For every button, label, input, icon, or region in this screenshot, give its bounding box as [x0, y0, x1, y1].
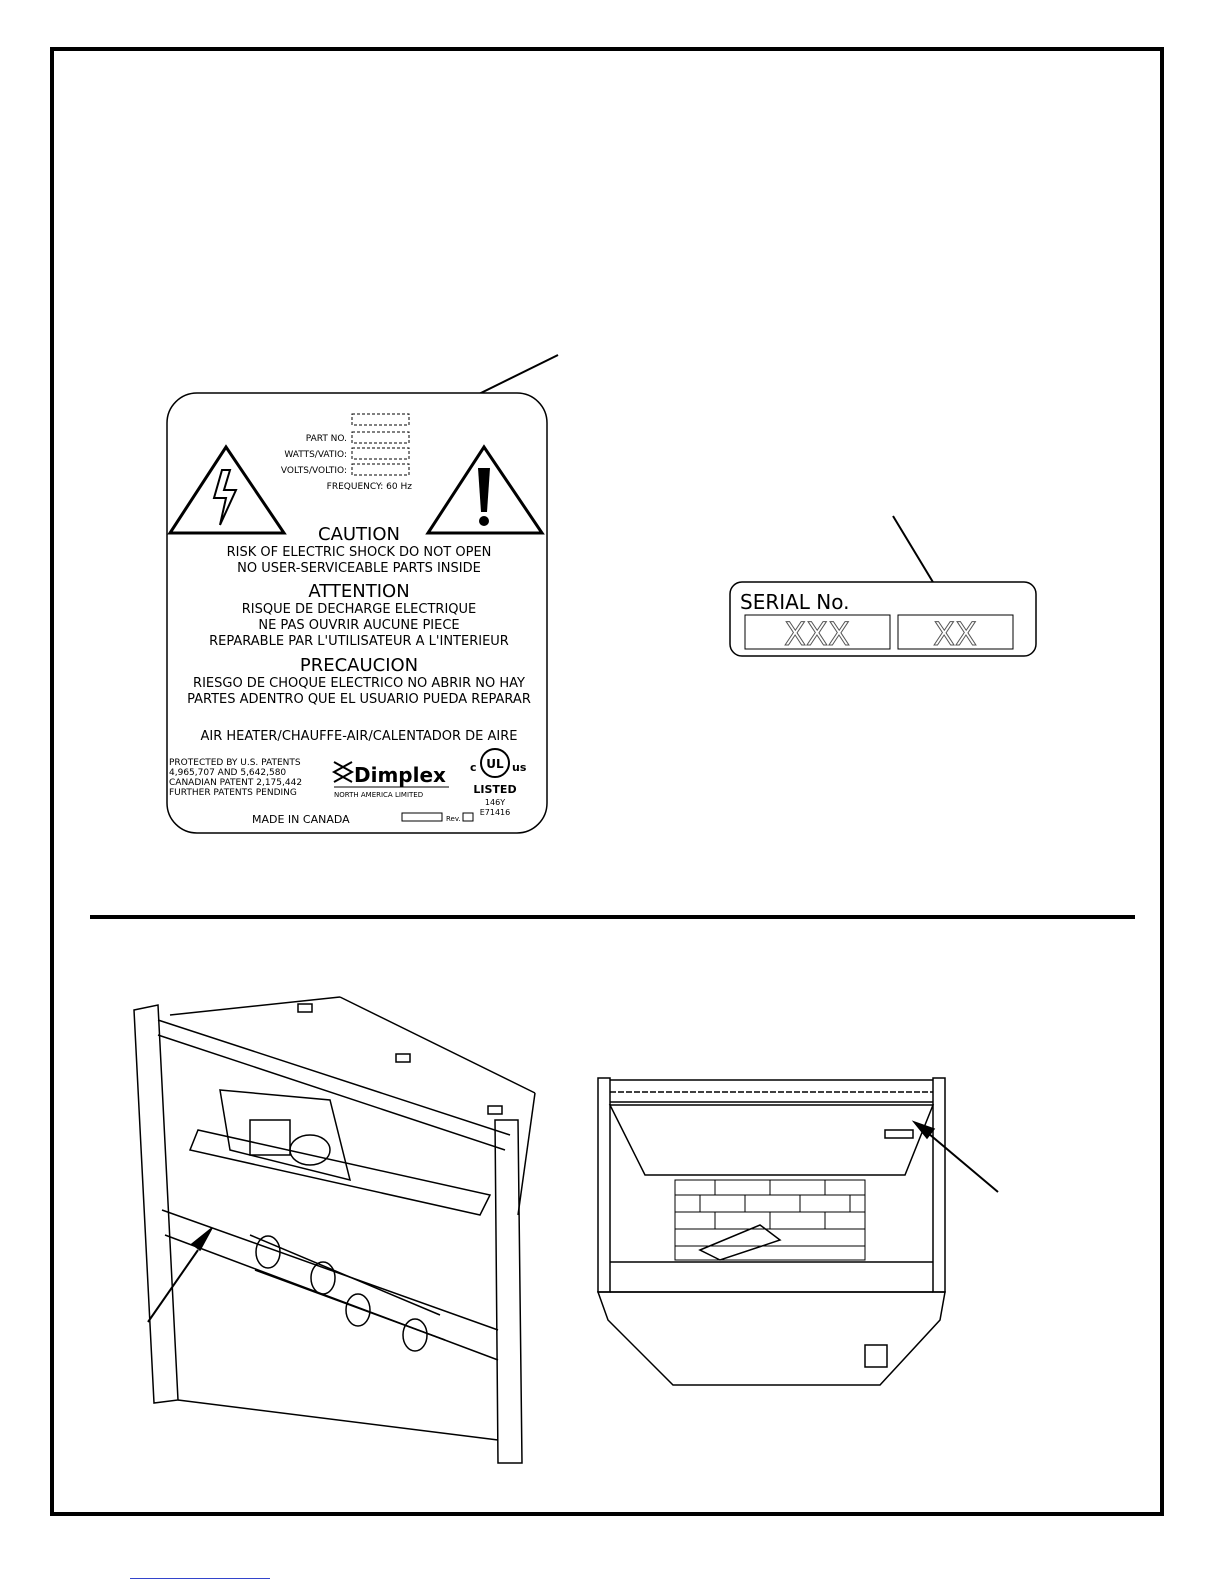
svg-text:c: c — [470, 761, 477, 774]
rev-label: Rev. — [446, 815, 461, 823]
attention-line-3: REPARABLE PAR L'UTILISATEUR A L'INTERIEU… — [209, 634, 509, 649]
volts-label: VOLTS/VOLTIO: — [281, 466, 347, 476]
made-in-text: MADE IN CANADA — [252, 813, 350, 826]
dimplex-logo: Dimplex NORTH AMERICA LIMITED — [331, 761, 449, 799]
svg-text:E71416: E71416 — [480, 808, 511, 817]
watts-label: WATTS/VATIO: — [284, 450, 347, 460]
section-divider — [90, 915, 1135, 919]
serial-field-2: XX — [933, 615, 977, 653]
fireplace-front-view — [596, 1077, 999, 1386]
page-border — [50, 47, 1164, 1516]
frequency-text: FREQUENCY: 60 Hz — [327, 482, 413, 492]
svg-text:146Y: 146Y — [485, 798, 505, 807]
serial-title: SERIAL No. — [740, 590, 850, 614]
exclamation-warning-icon — [425, 444, 545, 535]
attention-heading: ATTENTION — [308, 581, 409, 602]
precaucion-line-1: RIESGO DE CHOQUE ELECTRICO NO ABRIR NO H… — [193, 676, 525, 691]
patent-line-2: 4,965,707 AND 5,642,580 — [169, 768, 286, 778]
svg-text:us: us — [512, 761, 527, 774]
ul-listed-mark: UL c us LISTED 146Y E71416 — [470, 748, 527, 817]
svg-text:LISTED: LISTED — [473, 783, 516, 796]
brand-name: Dimplex — [354, 763, 446, 787]
attention-line-2: NE PAS OUVRIR AUCUNE PIECE — [258, 618, 459, 633]
caution-heading: CAUTION — [318, 524, 400, 545]
patent-line-3: CANADIAN PATENT 2,175,442 — [169, 778, 302, 788]
footer-link-underline[interactable] — [130, 1578, 270, 1579]
attention-line-1: RISQUE DE DECHARGE ELECTRIQUE — [242, 602, 477, 617]
part-no-label: PART NO. — [306, 434, 347, 444]
fireplace-illustrations — [133, 996, 999, 1464]
serial-field-1: XXX — [784, 615, 850, 653]
patent-line-4: FURTHER PATENTS PENDING — [169, 788, 297, 798]
precaucion-line-2: PARTES ADENTRO QUE EL USUARIO PUEDA REPA… — [187, 692, 531, 707]
caution-line-2: NO USER-SERVICEABLE PARTS INSIDE — [237, 561, 481, 576]
fireplace-angled-view — [133, 996, 536, 1464]
svg-text:UL: UL — [486, 757, 504, 771]
precaucion-heading: PRECAUCION — [300, 655, 418, 676]
product-description: AIR HEATER/CHAUFFE-AIR/CALENTADOR DE AIR… — [200, 729, 517, 744]
serial-label: SERIAL No. XXX XX — [729, 515, 1037, 657]
electric-shock-warning-icon — [167, 444, 287, 535]
brand-subline: NORTH AMERICA LIMITED — [334, 791, 423, 799]
caution-line-1: RISK OF ELECTRIC SHOCK DO NOT OPEN — [227, 545, 492, 560]
patent-line-1: PROTECTED BY U.S. PATENTS — [169, 758, 301, 768]
rating-label: PART NO. WATTS/VATIO: VOLTS/VOLTIO: FREQ… — [166, 354, 1037, 834]
